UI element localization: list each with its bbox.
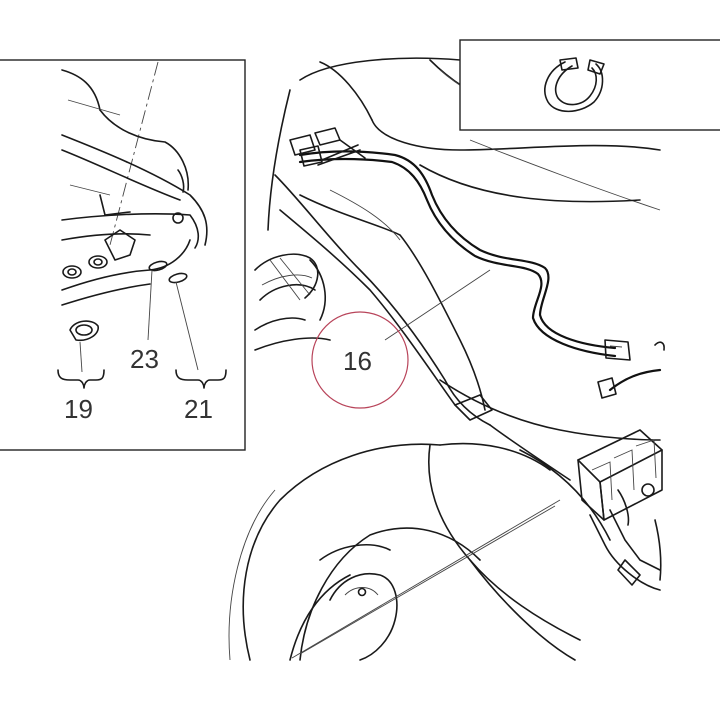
leader-line-16 <box>384 269 491 341</box>
callout-circle-16 <box>311 311 409 409</box>
fairing-body <box>228 57 665 661</box>
part-washer-19 <box>75 324 93 336</box>
brace-21 <box>175 369 227 389</box>
callout-label-23: 23 <box>130 344 159 374</box>
inset-clip-panel <box>459 39 720 131</box>
part-ring-23 <box>148 260 168 272</box>
leader-line-long <box>291 499 561 659</box>
brace-19 <box>57 369 105 389</box>
wiring-harness <box>289 127 631 361</box>
relay-block <box>577 429 663 591</box>
harness-clip-icon <box>544 57 605 113</box>
callout-label-21: 21 <box>184 394 213 424</box>
callout-label-19: 19 <box>64 394 93 424</box>
callout-label-16: 16 <box>343 346 372 376</box>
inset-detail-panel <box>0 59 246 451</box>
part-grommet-21 <box>168 272 188 284</box>
